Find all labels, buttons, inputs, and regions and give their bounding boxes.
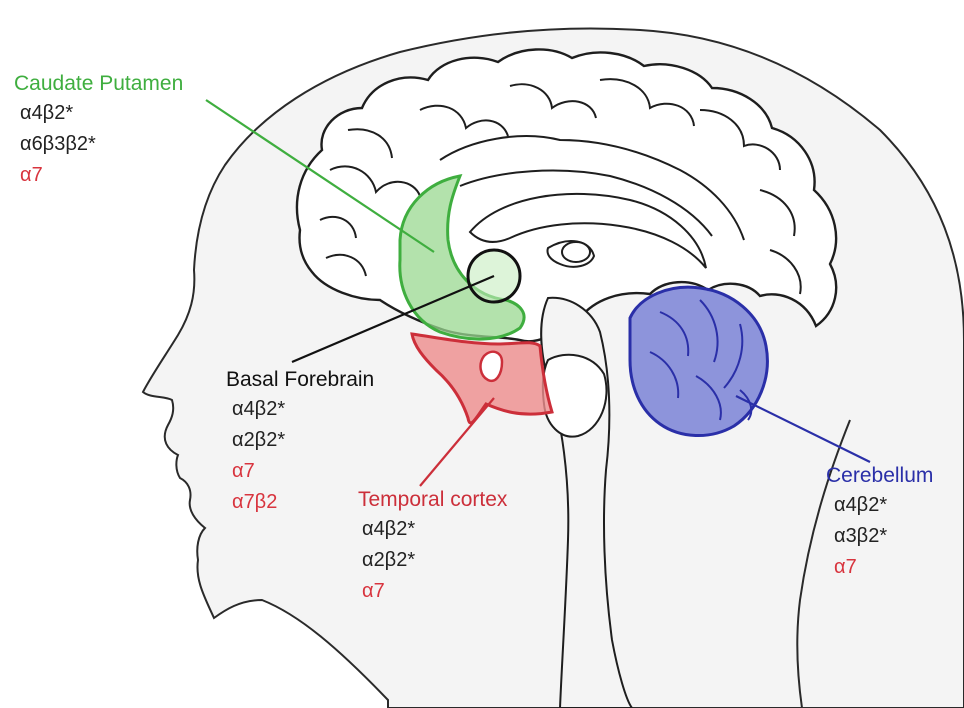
receptor-subtype: α3β2* xyxy=(834,521,933,552)
temporal-cortex-receptors: α4β2*α2β2*α7 xyxy=(362,514,507,607)
receptor-subtype: α4β2* xyxy=(20,98,183,129)
receptor-subtype: α7 xyxy=(834,552,933,583)
caudate-putamen-receptors: α4β2*α6β3β2*α7 xyxy=(20,98,183,191)
receptor-subtype: α7 xyxy=(362,576,507,607)
temporal-cortex-label: Temporal cortex α4β2*α2β2*α7 xyxy=(358,488,507,607)
receptor-subtype: α7 xyxy=(20,160,183,191)
cerebellum-title: Cerebellum xyxy=(826,464,933,488)
caudate-putamen-title: Caudate Putamen xyxy=(14,72,183,96)
receptor-subtype: α4β2* xyxy=(834,490,933,521)
receptor-subtype: α7β2 xyxy=(232,487,374,518)
thalamus xyxy=(562,242,590,262)
caudate-putamen-label: Caudate Putamen α4β2*α6β3β2*α7 xyxy=(14,72,183,191)
cerebellum-label: Cerebellum α4β2*α3β2*α7 xyxy=(826,464,933,583)
receptor-subtype: α2β2* xyxy=(232,425,374,456)
temporal-cortex-title: Temporal cortex xyxy=(358,488,507,512)
basal-forebrain-title: Basal Forebrain xyxy=(226,368,374,392)
cerebellum-region xyxy=(630,287,767,435)
basal-forebrain-label: Basal Forebrain α4β2*α2β2*α7α7β2 xyxy=(226,368,374,518)
hippocampus-cut xyxy=(481,352,502,381)
receptor-subtype: α4β2* xyxy=(362,514,507,545)
basal-forebrain-receptors: α4β2*α2β2*α7α7β2 xyxy=(232,394,374,518)
cerebellum-receptors: α4β2*α3β2*α7 xyxy=(834,490,933,583)
receptor-subtype: α4β2* xyxy=(232,394,374,425)
receptor-subtype: α2β2* xyxy=(362,545,507,576)
receptor-subtype: α7 xyxy=(232,456,374,487)
receptor-subtype: α6β3β2* xyxy=(20,129,183,160)
